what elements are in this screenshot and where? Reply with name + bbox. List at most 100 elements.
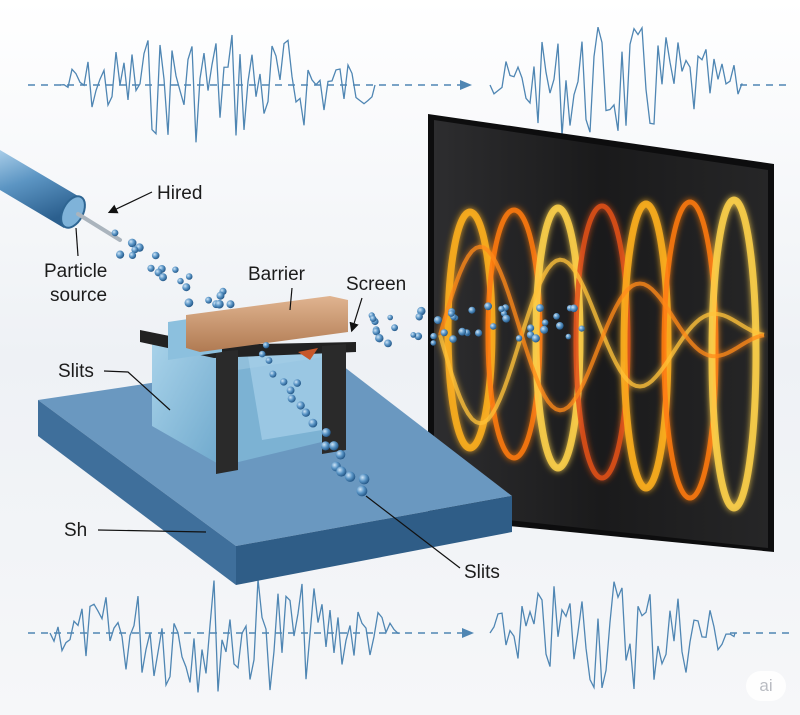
particle	[542, 319, 549, 326]
particle	[565, 333, 572, 340]
particle	[159, 273, 167, 282]
particle	[356, 485, 368, 497]
interference-fringe	[485, 207, 543, 461]
particle	[489, 323, 497, 330]
particle	[265, 357, 273, 364]
particle	[502, 314, 511, 323]
source-tube-body	[0, 150, 78, 228]
interference-fringe	[708, 196, 760, 512]
slit-glass-panel	[248, 350, 322, 440]
interference-pattern	[438, 196, 765, 512]
hired-callout-line	[107, 191, 153, 214]
interference-fringe	[620, 200, 672, 492]
labels: Hired Particle source Barrier Screen Sli…	[44, 183, 500, 583]
particle	[556, 322, 564, 330]
particle	[269, 370, 277, 378]
particle	[111, 229, 119, 237]
particle	[226, 300, 235, 309]
slits-label-bottom: Slits	[464, 562, 500, 583]
particle	[308, 418, 318, 428]
particle	[344, 471, 356, 482]
slit-box-left-face	[152, 338, 222, 466]
top-wave-signal-right	[489, 25, 743, 136]
particle	[375, 334, 384, 343]
particle	[578, 325, 585, 332]
particle	[185, 273, 193, 280]
particle	[131, 246, 139, 254]
particle	[475, 329, 483, 337]
particle	[448, 310, 455, 317]
particle	[320, 441, 331, 451]
ai-watermark: ai	[746, 671, 786, 701]
particle	[116, 250, 125, 259]
particle	[358, 473, 370, 485]
particle	[468, 306, 476, 314]
base-left-face	[38, 400, 236, 585]
particle	[384, 339, 392, 348]
top-wave-signal-left	[59, 34, 376, 143]
particle-source-label-line2: source	[50, 285, 107, 306]
slit-post-right	[322, 344, 346, 454]
base-front-face	[236, 496, 512, 585]
particle	[336, 466, 347, 477]
particle-source-label-line1: Particle	[44, 261, 107, 282]
particle	[286, 386, 295, 395]
particle	[540, 325, 549, 334]
particle	[127, 238, 137, 248]
source-nozzle	[76, 212, 122, 242]
particle	[458, 327, 467, 336]
particle-source	[0, 150, 122, 242]
particle	[372, 327, 381, 336]
particle-source-callout-line	[75, 227, 79, 257]
barrier-slit-notch	[298, 348, 318, 360]
particle	[414, 332, 423, 341]
barrier-callout-line	[289, 287, 293, 311]
slits-bottom-callout-line	[365, 495, 461, 569]
particle	[216, 291, 225, 300]
particle	[430, 340, 437, 346]
particle	[391, 324, 398, 332]
particle	[147, 264, 155, 272]
hired-label: Hired	[157, 183, 202, 204]
particle	[287, 394, 296, 403]
slits-left-callout-line	[103, 370, 171, 411]
top-wave-arrowhead	[460, 80, 472, 90]
particle	[151, 251, 160, 260]
particle	[321, 428, 331, 437]
top-waveform	[28, 25, 790, 143]
interference-strand	[438, 244, 765, 413]
particle	[329, 441, 339, 451]
particle	[570, 304, 578, 313]
particle	[215, 299, 224, 309]
slit-post-left	[216, 350, 238, 474]
particle	[172, 266, 179, 273]
particle	[531, 334, 540, 343]
bottom-wave-arrowhead	[462, 628, 474, 638]
barrier-plank	[186, 296, 348, 352]
particle	[433, 316, 442, 325]
screen-callout-line	[349, 297, 363, 333]
screen-label: Screen	[346, 274, 406, 295]
particle	[296, 401, 305, 410]
slit-apparatus	[140, 296, 356, 474]
particle	[301, 408, 311, 417]
particle-stream	[111, 229, 585, 497]
sh-callout-line	[97, 529, 207, 533]
particle	[440, 329, 448, 337]
particle	[553, 313, 560, 320]
particle	[258, 350, 266, 358]
bottom-wave-signal-left	[49, 579, 401, 693]
particle	[449, 335, 457, 343]
interference-fringe	[444, 208, 496, 452]
particle	[415, 313, 423, 321]
particle	[293, 379, 302, 387]
detector-screen	[428, 114, 774, 552]
particle	[369, 315, 377, 323]
interference-fringe	[573, 203, 631, 481]
bottom-waveform	[28, 579, 790, 693]
particle	[182, 283, 191, 292]
particle	[430, 332, 437, 340]
particle	[484, 302, 492, 311]
bottom-wave-signal-right	[489, 581, 736, 690]
